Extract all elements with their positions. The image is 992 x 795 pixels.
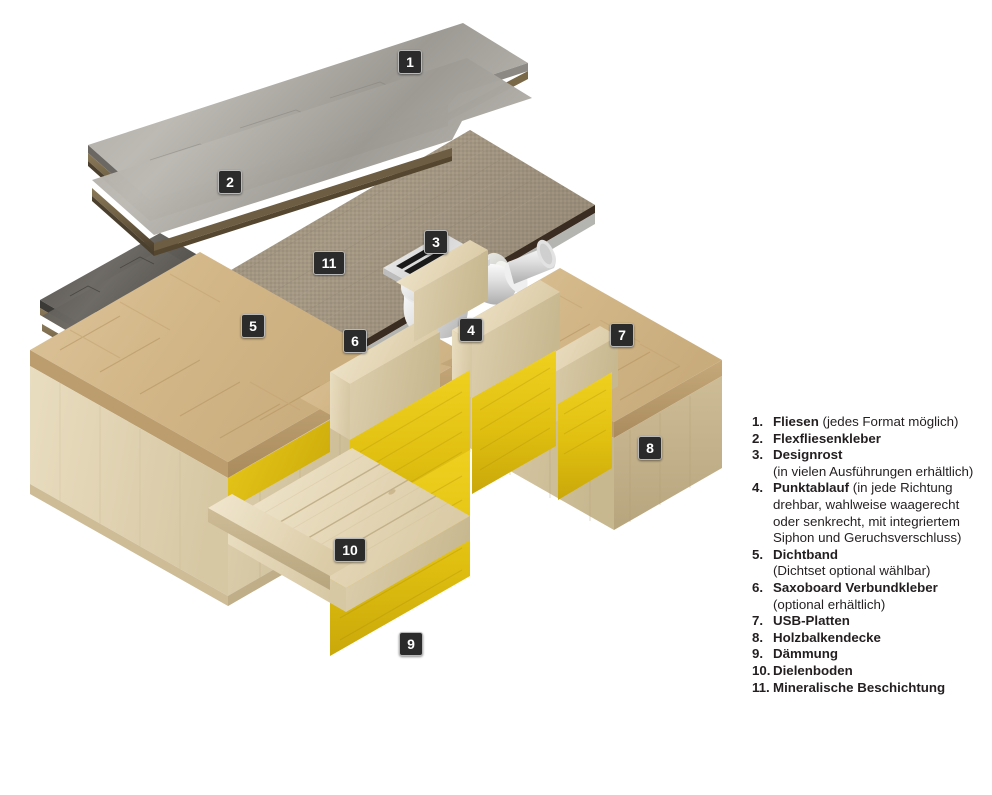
legend-item-11: 11. Mineralische Beschichtung	[752, 680, 984, 697]
marker-7: 7	[610, 323, 634, 347]
legend-item-8: 8. Holzbalkendecke	[752, 630, 984, 647]
legend-label-9: Dämmung	[773, 646, 839, 662]
legend-label-6: Saxoboard Verbundkleber	[773, 579, 938, 595]
legend-label-1: Fliesen	[773, 414, 819, 429]
legend-number-2: 2.	[752, 430, 764, 446]
floor-assembly-illustration	[30, 23, 722, 656]
legend-text-5: Dichtband	[773, 547, 984, 564]
legend-label-2: Flexfliesenkleber	[773, 430, 881, 446]
legend-text-8: Holzbalkendecke	[773, 630, 984, 647]
legend-item-10: 10. Dielenboden	[752, 663, 984, 680]
legend-number-4: 4.	[752, 480, 764, 496]
legend-number-11: 11.	[752, 679, 770, 695]
legend-item-1: 1. Fliesen (jedes Format möglich)	[752, 414, 984, 431]
legend-sub-3: (in vielen Ausführungen erhältlich)	[773, 463, 974, 479]
legend-text-7: USB-Platten	[773, 613, 984, 630]
legend-text-10: Dielenboden	[773, 663, 984, 680]
legend-text-4: Punktablauf (in jede Richtung	[773, 480, 984, 497]
legend-number-9: 9.	[752, 646, 764, 662]
legend-item-9: 9. Dämmung	[752, 646, 984, 663]
legend-number-6: 6.	[752, 579, 764, 595]
legend-item-5: 5. Dichtband	[752, 547, 984, 564]
legend-label-4: Punktablauf	[773, 480, 850, 496]
marker-8: 8	[638, 436, 662, 460]
legend-number-1: 1.	[752, 414, 764, 429]
legend-number-8: 8.	[752, 629, 764, 645]
legend-item-7: 7. USB-Platten	[752, 613, 984, 630]
marker-9: 9	[399, 632, 423, 656]
legend-label-8: Holzbalkendecke	[773, 629, 881, 645]
legend-item-6: 6. Saxoboard Verbundkleber	[752, 580, 984, 597]
legend-text-2: Flexfliesenkleber	[773, 431, 984, 448]
legend-label-7: USB-Platten	[773, 613, 850, 629]
legend-label-5: Dichtband	[773, 546, 839, 562]
legend-text-9: Dämmung	[773, 646, 984, 663]
legend-sub-4: drehbar, wahlweise waagerecht oder senkr…	[773, 496, 962, 546]
marker-2: 2	[218, 170, 242, 194]
legend-sub-6: (optional erhältlich)	[773, 596, 886, 612]
legend-number-7: 7.	[752, 613, 764, 629]
legend-number-10: 10.	[752, 662, 771, 678]
legend-text-6: Saxoboard Verbundkleber	[773, 580, 984, 597]
legend-label-3: Designrost	[773, 447, 843, 463]
legend-text-11: Mineralische Beschichtung	[773, 680, 984, 697]
legend-list: 1. Fliesen (jedes Format möglich) 2. Fle…	[752, 414, 984, 696]
marker-4: 4	[459, 318, 483, 342]
legend-number-3: 3.	[752, 447, 764, 463]
plank-floor	[208, 448, 470, 612]
legend-note-4: (in jede Richtung	[849, 480, 953, 496]
marker-10: 10	[334, 538, 366, 562]
marker-3: 3	[424, 230, 448, 254]
marker-1: 1	[398, 50, 422, 74]
legend-label-11: Mineralische Beschichtung	[773, 679, 946, 695]
legend-number-5: 5.	[752, 546, 764, 562]
legend-note-1: (jedes Format möglich)	[818, 414, 959, 429]
marker-11: 11	[313, 251, 345, 275]
legend-text-1: Fliesen (jedes Format möglich)	[773, 414, 984, 431]
marker-6: 6	[343, 329, 367, 353]
legend-sub-5: (Dichtset optional wählbar)	[773, 563, 931, 579]
legend-item-2: 2. Flexfliesenkleber	[752, 431, 984, 448]
marker-5: 5	[241, 314, 265, 338]
legend-item-4: 4. Punktablauf (in jede Richtung	[752, 480, 984, 497]
legend-item-3: 3. Designrost	[752, 447, 984, 464]
legend-label-10: Dielenboden	[773, 662, 853, 678]
legend-text-3: Designrost	[773, 447, 984, 464]
